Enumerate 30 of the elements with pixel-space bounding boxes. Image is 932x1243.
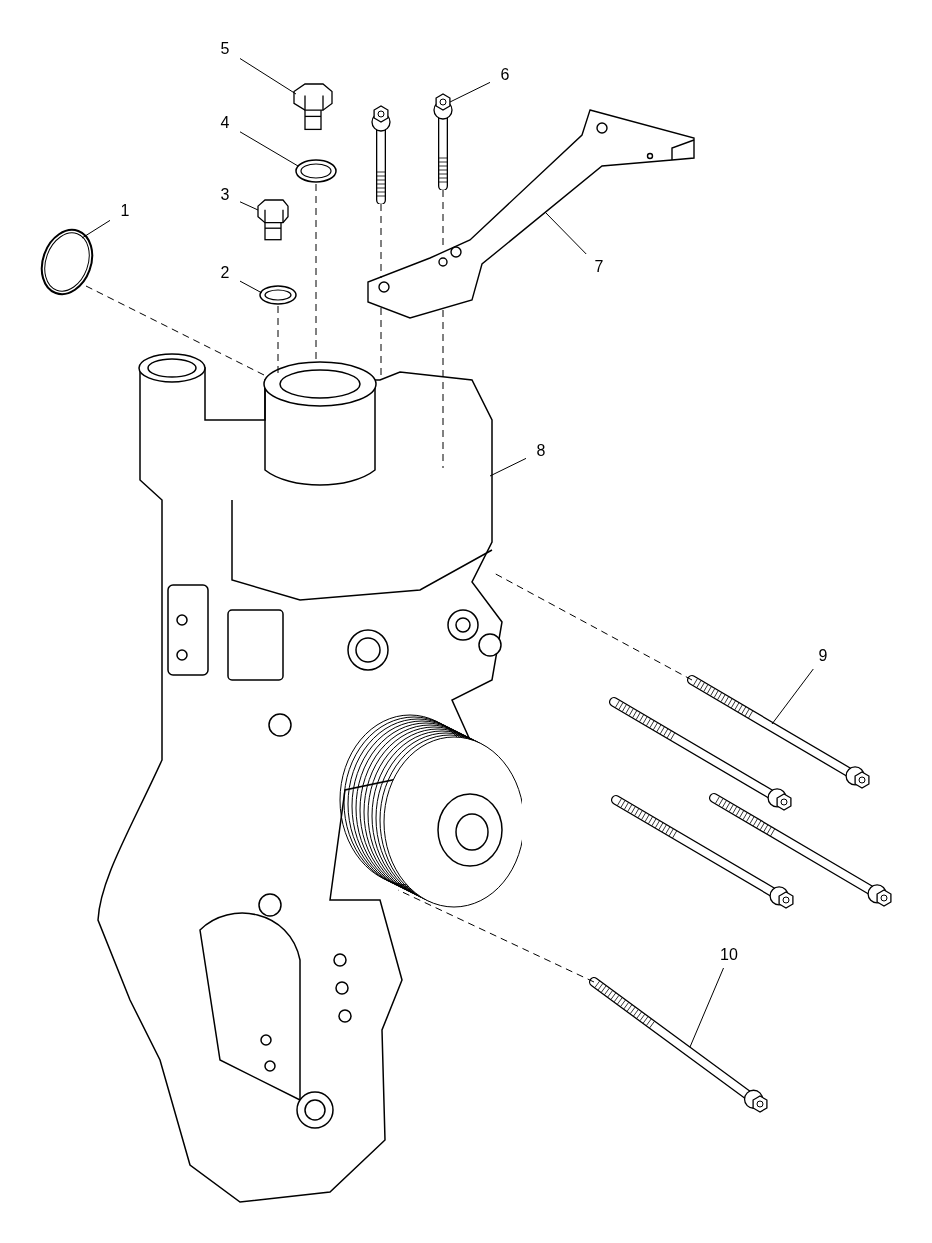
leader-line (689, 967, 724, 1048)
bracket-drawing (366, 106, 696, 320)
leader-line (239, 58, 297, 95)
leader-line (239, 201, 259, 211)
alignment-line (277, 305, 279, 375)
leader-line (239, 131, 299, 167)
alignment-line (85, 285, 267, 377)
leader-line (239, 280, 263, 294)
callout-number: 4 (212, 112, 238, 134)
leader-line (489, 457, 527, 477)
plug-drawing (290, 80, 336, 132)
callout-number: 8 (528, 440, 554, 462)
seal-washer-drawing (294, 158, 338, 184)
leader-line (544, 211, 587, 255)
alignment-line (380, 203, 382, 279)
callout-number: 10 (716, 944, 742, 966)
callout-number: 3 (212, 184, 238, 206)
callout-number: 1 (112, 200, 138, 222)
callout-number: 6 (492, 64, 518, 86)
callout-number: 7 (586, 256, 612, 278)
plug-drawing (254, 196, 292, 242)
callout-number: 5 (212, 38, 238, 60)
alignment-line (442, 309, 444, 469)
o-ring-drawing (40, 226, 94, 298)
leader-line (81, 219, 111, 239)
leader-line (449, 81, 491, 103)
callout-number: 9 (810, 645, 836, 667)
callout-number: 2 (212, 262, 238, 284)
seal-washer-drawing (258, 284, 298, 306)
leader-line (771, 668, 814, 725)
